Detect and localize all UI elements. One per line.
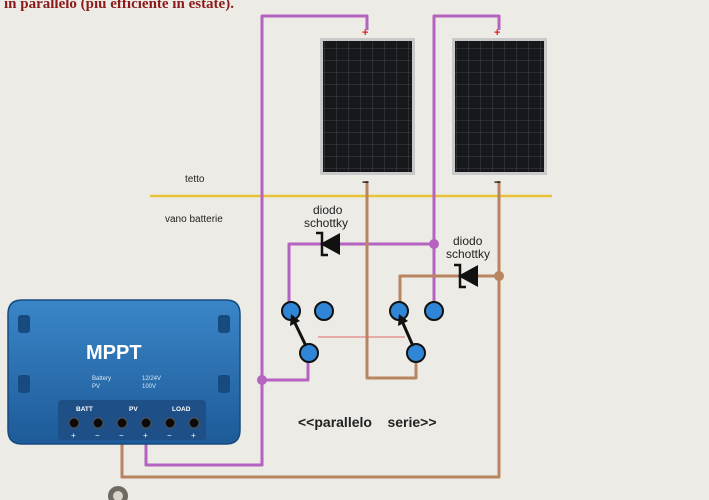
terminal-sign-4: + bbox=[143, 431, 148, 440]
terminal-group-pv: PV bbox=[129, 406, 138, 413]
terminal-sign-3: − bbox=[119, 431, 124, 440]
mppt-title: MPPT bbox=[86, 342, 142, 364]
header-text: in parallelo (più efficiente in estate). bbox=[4, 0, 234, 12]
solar-panel-1: + − bbox=[320, 27, 415, 189]
switch-a bbox=[281, 301, 334, 363]
diode1-label-line1: diodo bbox=[313, 203, 343, 217]
junction-dot bbox=[257, 375, 267, 385]
panel1-minus: − bbox=[362, 175, 369, 189]
terminal-group-batt: BATT bbox=[76, 406, 93, 413]
terminal-sign-1: + bbox=[71, 431, 76, 440]
mppt-spec-name-2: PV bbox=[92, 384, 100, 390]
junction-dot bbox=[494, 271, 504, 281]
schottky-diode-1 bbox=[316, 231, 340, 257]
junction-dot bbox=[429, 239, 439, 249]
terminal-sign-5: − bbox=[167, 431, 172, 440]
diode2-label-line1: diodo bbox=[453, 234, 483, 248]
panel1-plus: + bbox=[362, 27, 368, 39]
diode1-label-line2: schottky bbox=[304, 216, 348, 230]
terminal-group-load: LOAD bbox=[172, 406, 191, 413]
label-battery-room: vano batterie bbox=[165, 214, 223, 225]
switch-caption: <<parallelo serie>> bbox=[298, 414, 437, 430]
terminal-sign-2: − bbox=[95, 431, 100, 440]
diode2-label-line2: schottky bbox=[446, 247, 490, 261]
label-roof: tetto bbox=[185, 174, 205, 185]
terminal-sign-6: + bbox=[191, 431, 196, 440]
schottky-diode-2 bbox=[454, 263, 478, 289]
positive-wiring bbox=[144, 14, 501, 467]
mppt-spec-value-1: 12/24V bbox=[142, 376, 161, 382]
solar-panel-2: + − bbox=[452, 27, 547, 189]
badge-icon bbox=[108, 486, 128, 500]
mppt-controller: MPPT Battery 12/24V PV 100V BATT PV LOAD… bbox=[7, 299, 241, 445]
terminal-screws bbox=[68, 417, 200, 429]
mppt-spec-name-1: Battery bbox=[92, 376, 111, 382]
switch-b bbox=[389, 301, 444, 363]
panel2-plus: + bbox=[494, 27, 500, 39]
panel2-minus: − bbox=[494, 175, 501, 189]
mppt-spec-value-2: 100V bbox=[142, 384, 156, 390]
